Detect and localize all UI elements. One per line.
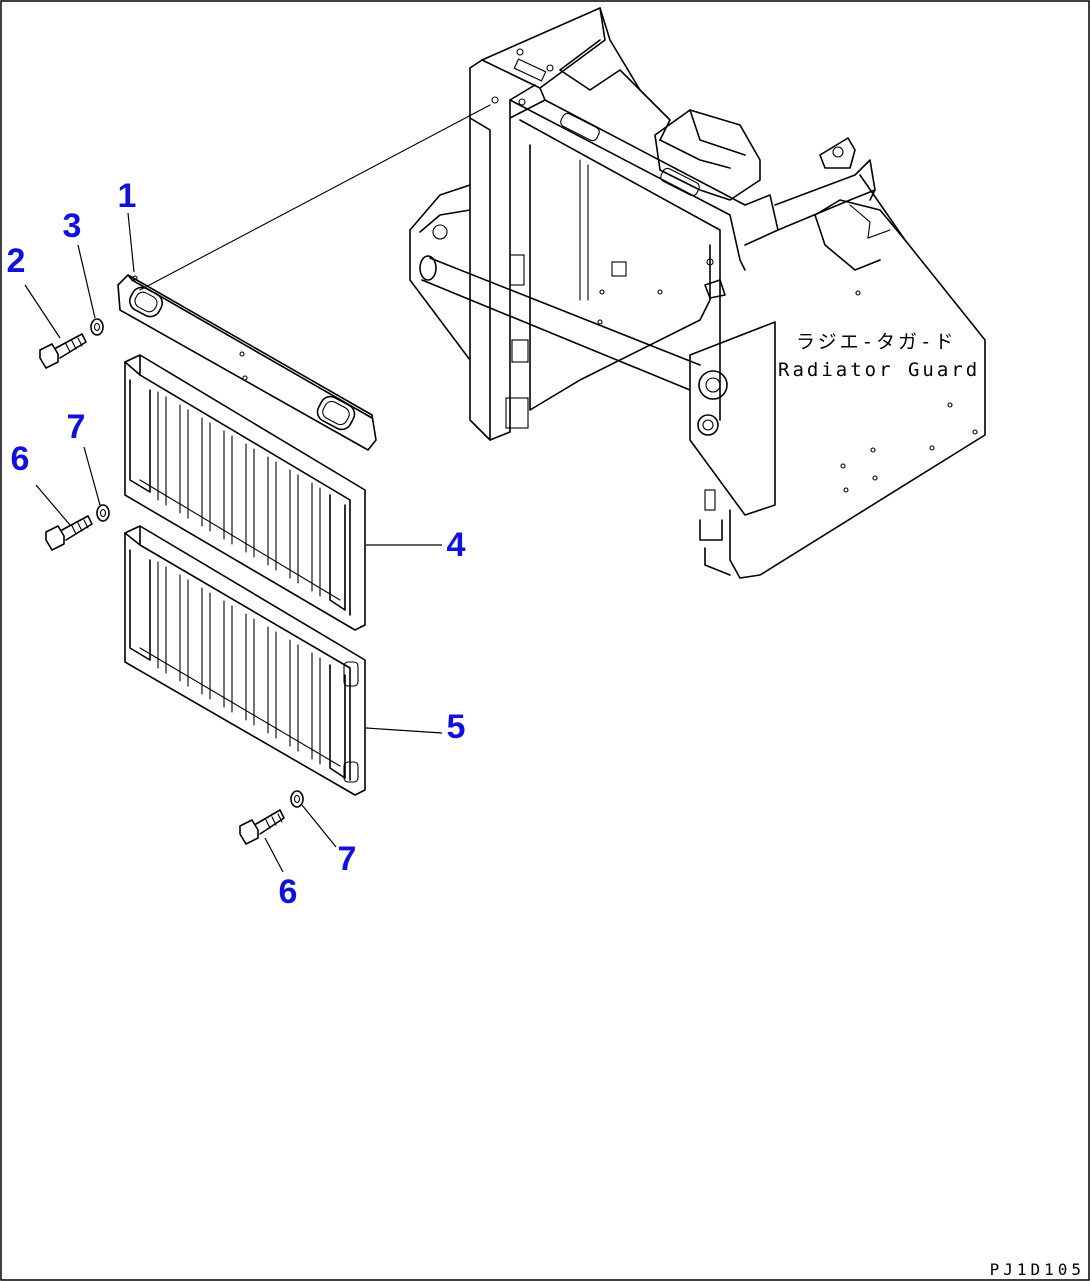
grille-4-slats	[157, 391, 321, 597]
washer-3	[90, 318, 104, 336]
callout-1: 1	[118, 177, 137, 215]
callout-5: 5	[447, 708, 466, 746]
annotation-japanese: ラジエ-タガ-ド	[796, 331, 957, 353]
radiator-guard-frame	[409, 7, 986, 579]
callout-3: 3	[63, 207, 82, 245]
part-4-upper-grille	[124, 354, 366, 631]
annotation-english: Radiator Guard	[778, 359, 980, 381]
callout-4: 4	[447, 526, 466, 564]
bolt-6-lower	[239, 809, 285, 845]
callout-7-upper: 7	[67, 408, 86, 446]
part-5-lower-grille	[124, 525, 366, 796]
alignment-line	[139, 104, 491, 291]
bolt-6-upper	[45, 515, 93, 551]
washer-7-lower	[290, 790, 304, 808]
part-1-top-plate	[117, 274, 377, 451]
callout-6-lower: 6	[279, 873, 298, 911]
callout-7-lower: 7	[338, 840, 357, 878]
callout-6-upper: 6	[11, 440, 30, 478]
grille-5-slats	[157, 561, 321, 765]
callout-2: 2	[7, 242, 26, 280]
bolt-2	[39, 333, 87, 369]
washer-7-upper	[96, 504, 110, 522]
leader-lines	[24, 212, 443, 873]
drawing-code: PJ1D105	[990, 1260, 1085, 1279]
callouts: 1 2 3 4 5 6 7 6 7	[7, 177, 466, 911]
